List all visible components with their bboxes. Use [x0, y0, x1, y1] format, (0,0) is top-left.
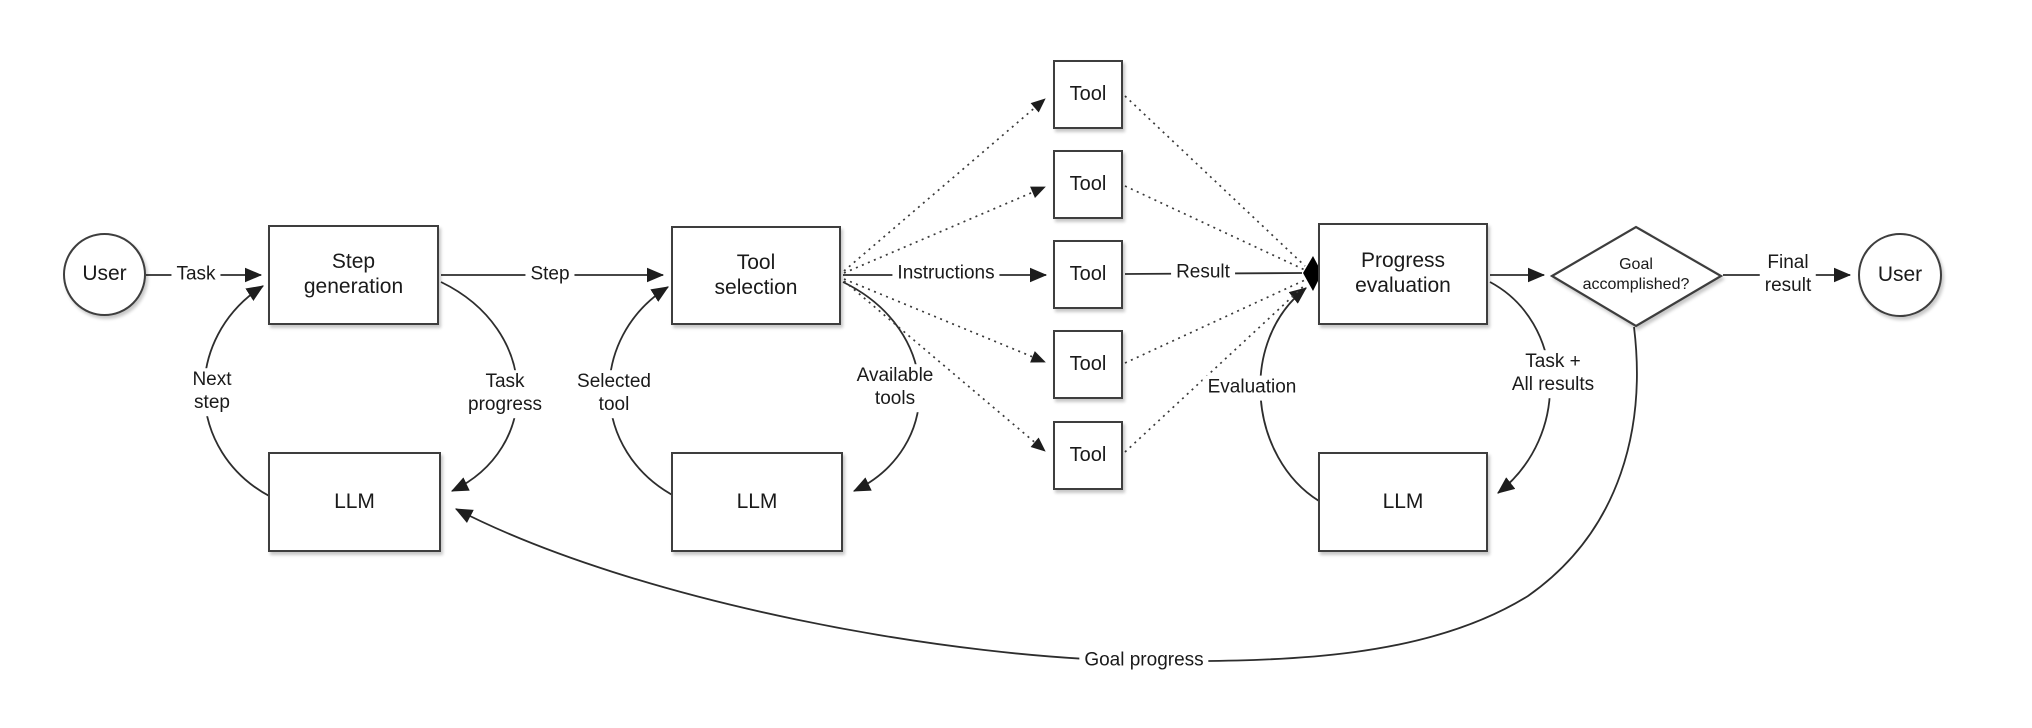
- step-generation-box: Step generation: [268, 225, 439, 325]
- llm-step-generation-label: LLM: [334, 489, 375, 513]
- tool-box-1: Tool: [1053, 60, 1123, 129]
- edge-dotted-tool-1-to-evaluation: [1124, 95, 1306, 267]
- edge-dotted-selection-to-tool-1: [843, 98, 1046, 272]
- edge-dotted-selection-to-tool-4: [843, 278, 1046, 363]
- edge-dotted-tool-5-to-evaluation: [1124, 283, 1307, 453]
- tool-box-2-label: Tool: [1069, 172, 1107, 195]
- edge-dotted-tool-4-to-evaluation: [1124, 279, 1306, 364]
- edge-goal-progress-arrow: [455, 326, 1638, 663]
- edge-label-evaluation: Evaluation: [1202, 375, 1302, 401]
- edge-label-task-all-results: Task + All results: [1506, 350, 1600, 398]
- edge-label-final-result: Final result: [1759, 251, 1817, 299]
- progress-evaluation-label: Progress evaluation: [1355, 249, 1451, 297]
- edge-label-next-step: Next step: [187, 368, 237, 416]
- goal-decision-diamond: [1549, 225, 1724, 328]
- tool-box-3: Tool: [1053, 240, 1123, 309]
- tool-box-5: Tool: [1053, 421, 1123, 490]
- llm-progress-evaluation-label: LLM: [1382, 489, 1424, 513]
- tool-box-4-label: Tool: [1069, 352, 1107, 375]
- edge-label-available-tools: Available tools: [851, 364, 939, 412]
- user-node-left: User: [63, 233, 146, 316]
- user-node-right: User: [1858, 233, 1942, 317]
- edge-label-step: Step: [525, 262, 575, 288]
- progress-evaluation-box: Progress evaluation: [1318, 223, 1488, 325]
- user-node-right-label: User: [1877, 262, 1923, 286]
- edge-dotted-selection-to-tool-2: [843, 186, 1046, 274]
- llm-tool-selection-label: LLM: [736, 489, 778, 513]
- step-generation-label: Step generation: [303, 250, 404, 298]
- user-node-left-label: User: [82, 262, 127, 286]
- edge-label-task-progress: Task progress: [463, 370, 547, 418]
- edge-label-instructions: Instructions: [892, 261, 1000, 287]
- edge-dotted-selection-to-tool-5: [843, 280, 1046, 452]
- edge-label-goal-progress: Goal progress: [1079, 648, 1209, 674]
- tool-box-1-label: Tool: [1069, 82, 1107, 105]
- llm-tool-selection-box: LLM: [671, 452, 843, 552]
- tool-box-5-label: Tool: [1069, 443, 1107, 466]
- tool-selection-box: Tool selection: [671, 226, 841, 325]
- edge-label-selected-tool: Selected tool: [572, 370, 656, 418]
- edge-label-result: Result: [1171, 260, 1235, 286]
- goal-decision-label: Goal accomplished?: [1582, 256, 1690, 293]
- llm-progress-evaluation-box: LLM: [1318, 452, 1488, 552]
- convergence-point: [1303, 256, 1322, 291]
- tool-box-2: Tool: [1053, 150, 1123, 219]
- edge-label-task: Task: [171, 262, 221, 288]
- edge-dotted-tool-2-to-evaluation: [1124, 185, 1306, 271]
- tool-box-4: Tool: [1053, 330, 1123, 399]
- tool-selection-label: Tool selection: [714, 250, 798, 299]
- tool-box-3-label: Tool: [1069, 262, 1107, 285]
- llm-step-generation-box: LLM: [268, 452, 441, 552]
